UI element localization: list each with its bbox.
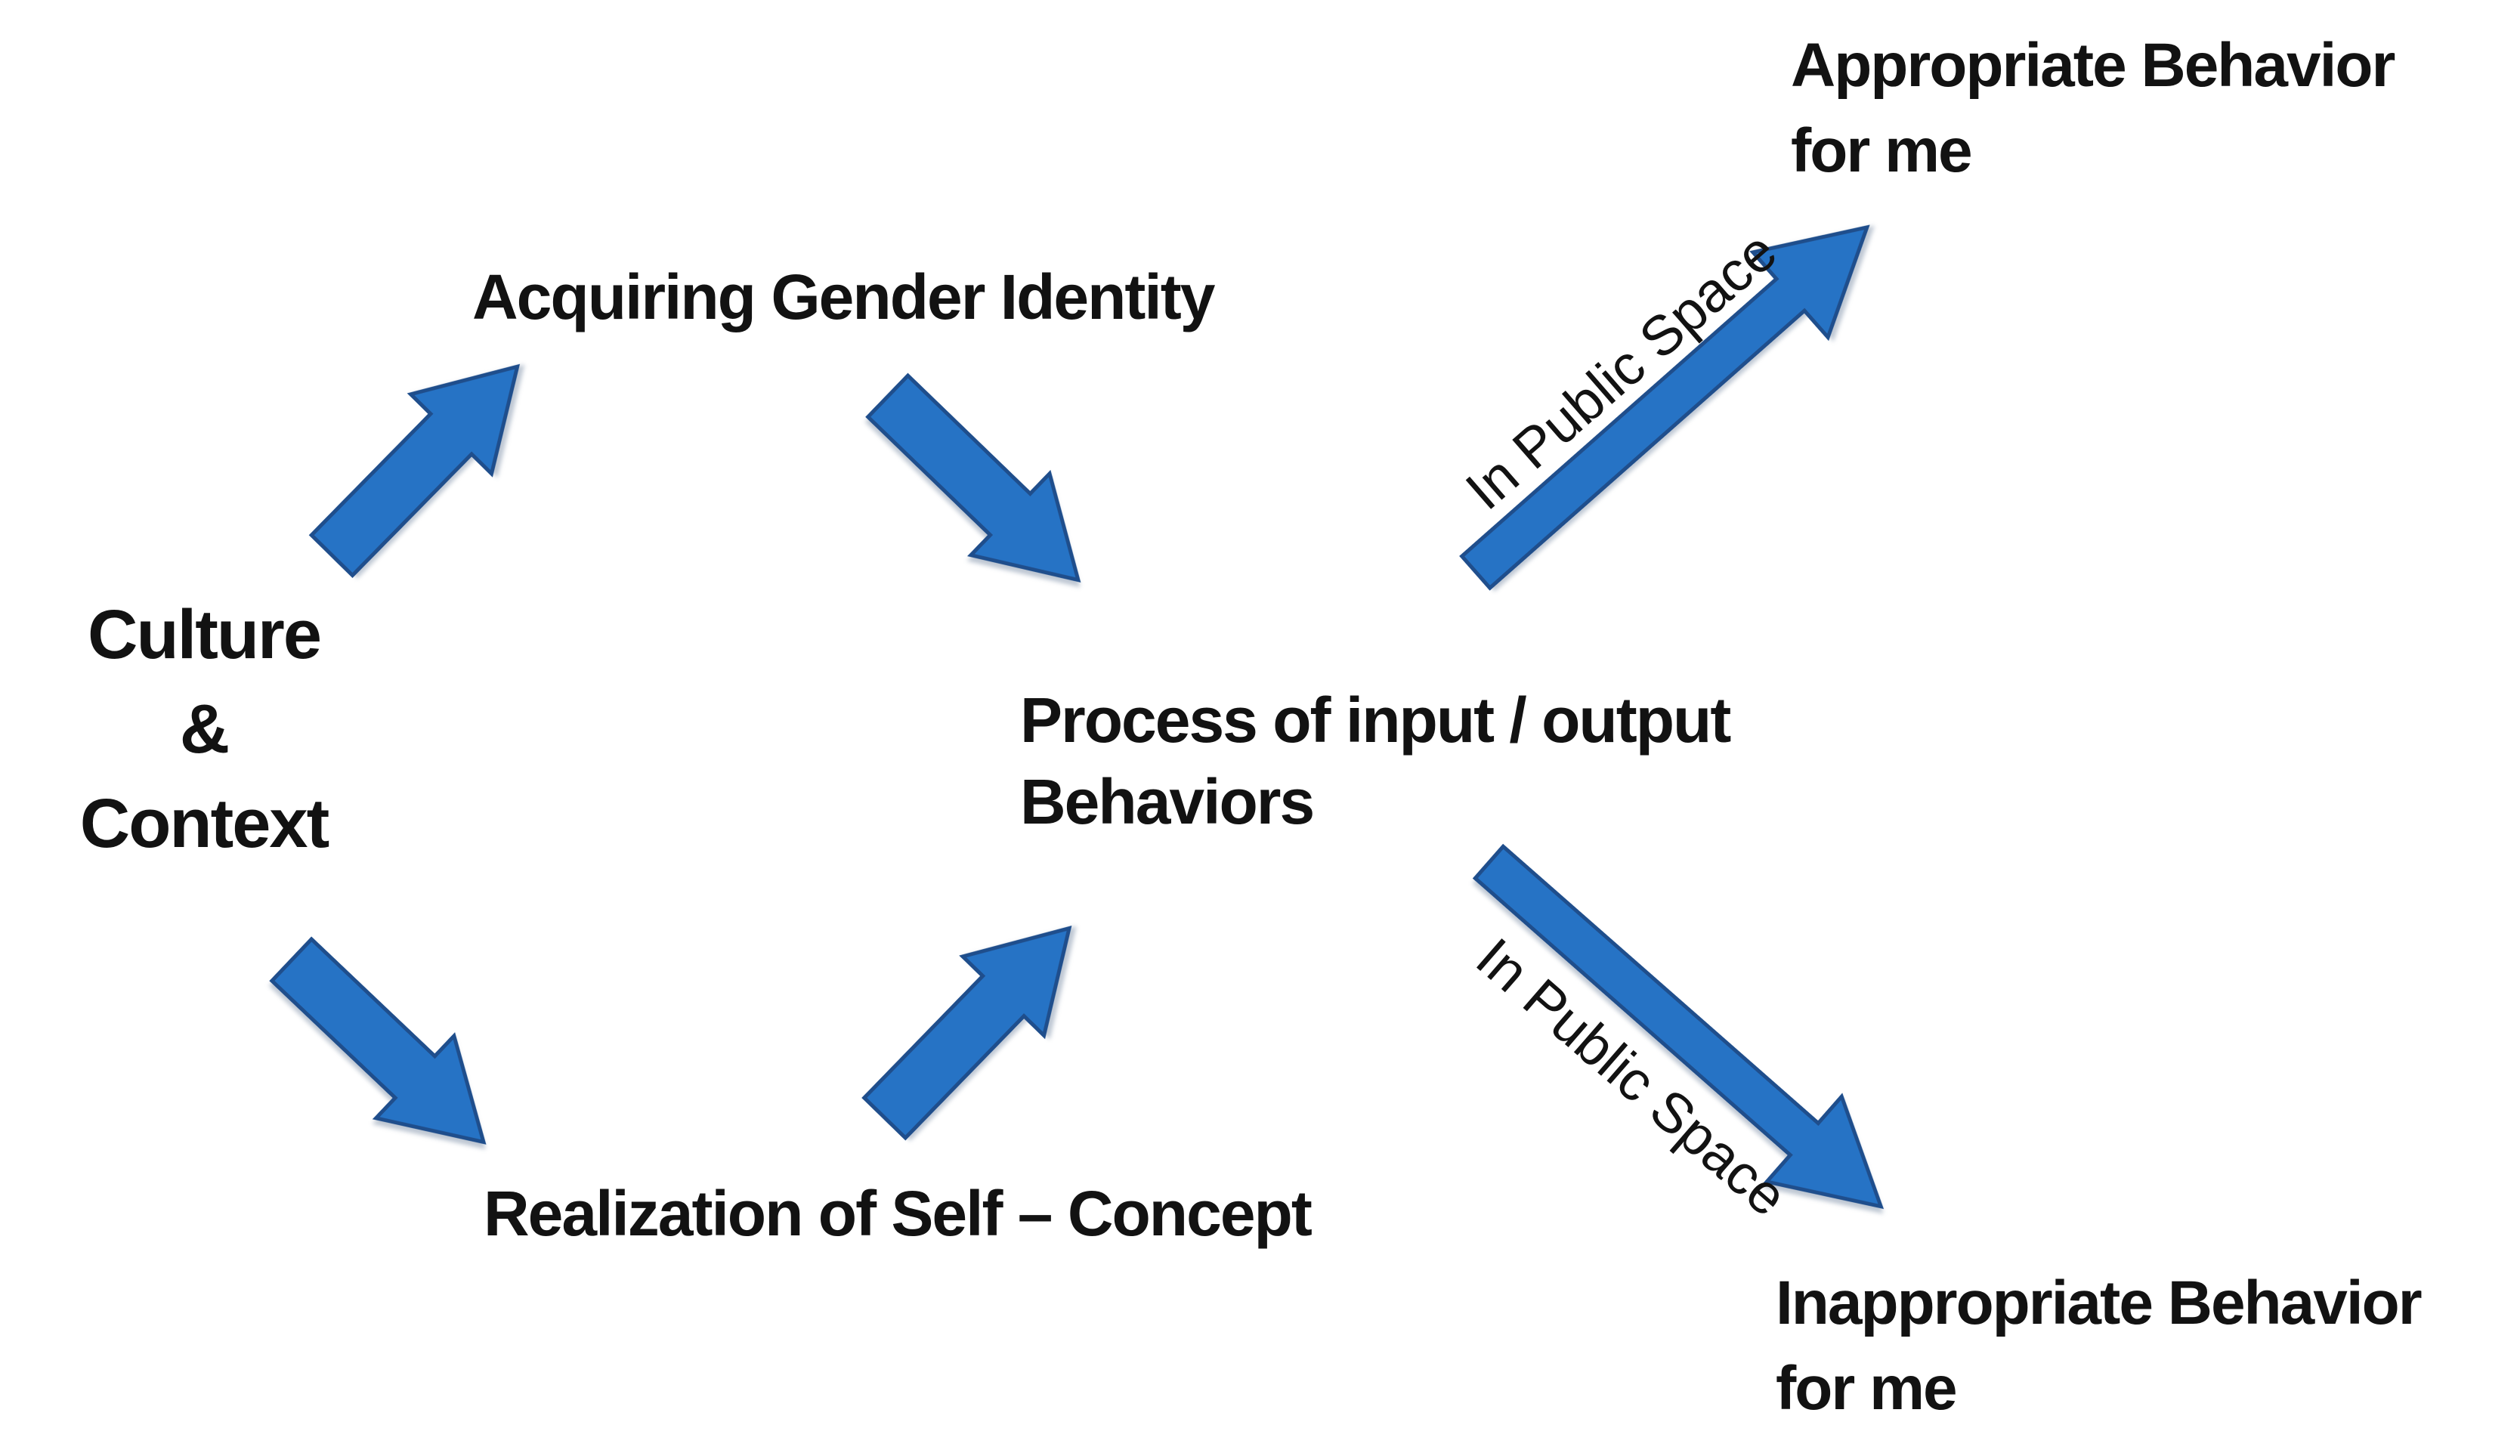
acquiring-to-process-arrow	[865, 373, 1081, 583]
culture-line-1: Culture	[88, 596, 322, 673]
process-input-output-label: Process of input / output Behaviors	[1020, 680, 1731, 842]
appropriate-behavior-label: Appropriate Behavior for me	[1791, 23, 2395, 193]
process-to-inappropriate-arrow	[1472, 843, 1885, 1210]
inappropriate-line-1: Inappropriate Behavior	[1776, 1269, 2423, 1337]
inappropriate-line-2: for me	[1776, 1354, 1958, 1424]
realization-to-process-arrow	[861, 926, 1072, 1141]
culture-to-acquiring-arrow	[308, 363, 521, 578]
process-line-1: Process of input / output	[1020, 685, 1731, 756]
culture-context-label: Culture & Context	[38, 588, 370, 871]
acquiring-gender-identity-label: Acquiring Gender Identity	[472, 261, 1215, 332]
culture-to-realization-arrow	[269, 936, 487, 1145]
realization-self-concept-label: Realization of Self – Concept	[484, 1178, 1313, 1249]
appropriate-line-2: for me	[1791, 116, 1973, 186]
process-line-2: Behaviors	[1020, 765, 1315, 837]
culture-line-2: &	[179, 691, 230, 768]
process-to-appropriate-arrow	[1459, 224, 1870, 591]
culture-line-3: Context	[79, 785, 329, 863]
appropriate-line-1: Appropriate Behavior	[1791, 31, 2395, 100]
inappropriate-behavior-label: Inappropriate Behavior for me	[1776, 1260, 2423, 1431]
